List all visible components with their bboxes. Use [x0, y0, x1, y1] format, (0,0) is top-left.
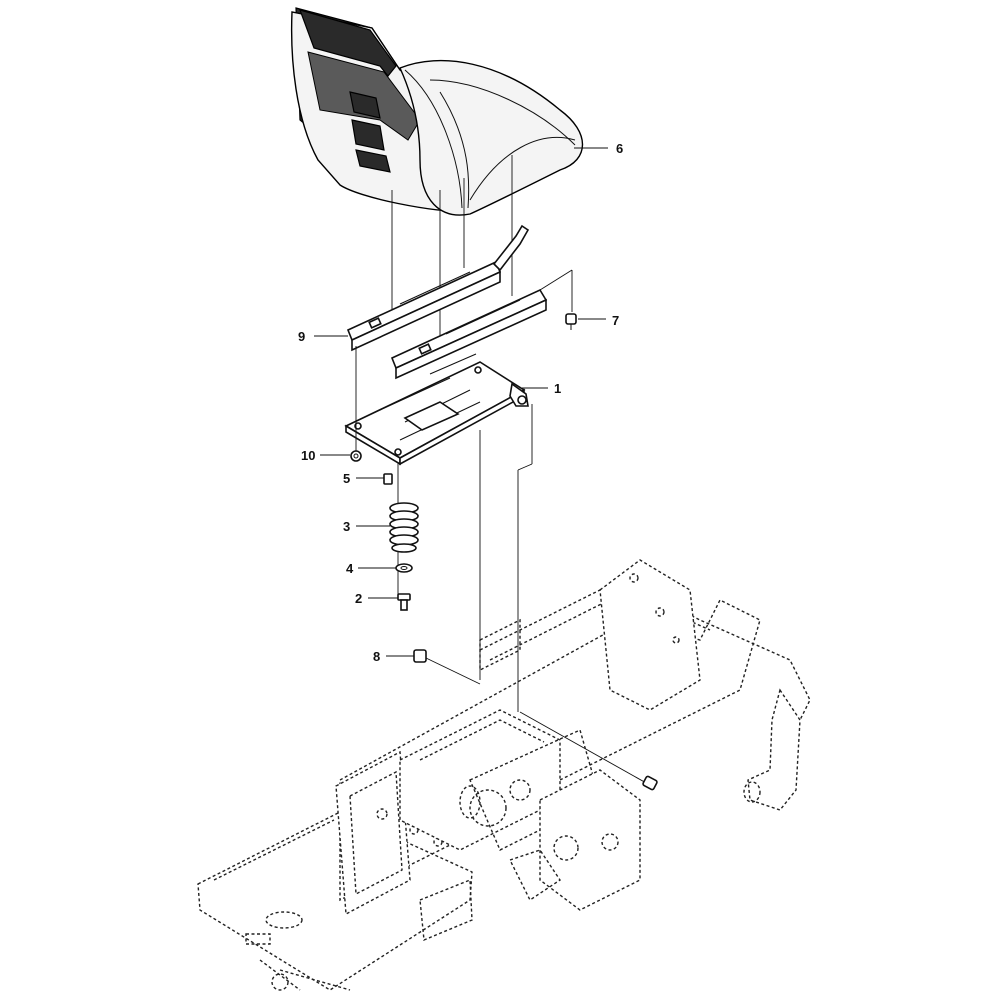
callout-label-2: 2: [355, 591, 362, 606]
callout-label-7: 7: [612, 313, 619, 328]
callout-8: 8: [373, 649, 414, 664]
bolt-part-8[interactable]: [413, 649, 481, 685]
callout-3: 3: [343, 519, 390, 534]
callout-4: 4: [346, 561, 396, 576]
callout-label-8: 8: [373, 649, 380, 664]
bolt-part-5[interactable]: [383, 473, 393, 485]
callout-label-9: 9: [298, 329, 305, 344]
callout-7: 7: [578, 313, 619, 328]
callout-9: 9: [298, 329, 348, 344]
seat-plate[interactable]: [344, 353, 529, 466]
callout-6: 6: [574, 141, 623, 156]
spring-part-3[interactable]: [389, 502, 419, 553]
callout-10: 10: [301, 448, 350, 463]
nut-part-10[interactable]: [350, 450, 362, 462]
callout-2: 2: [355, 591, 398, 606]
callout-1: 1: [522, 381, 561, 396]
callout-label-1: 1: [554, 381, 561, 396]
seat-rail-assembly[interactable]: [346, 224, 573, 380]
callout-label-10: 10: [301, 448, 315, 463]
tractor-frame: [197, 559, 811, 991]
seat-part[interactable]: [290, 7, 584, 216]
washer-part-4[interactable]: [395, 563, 413, 573]
bolt-part-2[interactable]: [397, 593, 411, 611]
callout-label-4: 4: [346, 561, 354, 576]
callout-5: 5: [343, 471, 384, 486]
callout-label-3: 3: [343, 519, 350, 534]
callout-label-5: 5: [343, 471, 350, 486]
callout-label-6: 6: [616, 141, 623, 156]
screw-part-7[interactable]: [565, 313, 577, 330]
